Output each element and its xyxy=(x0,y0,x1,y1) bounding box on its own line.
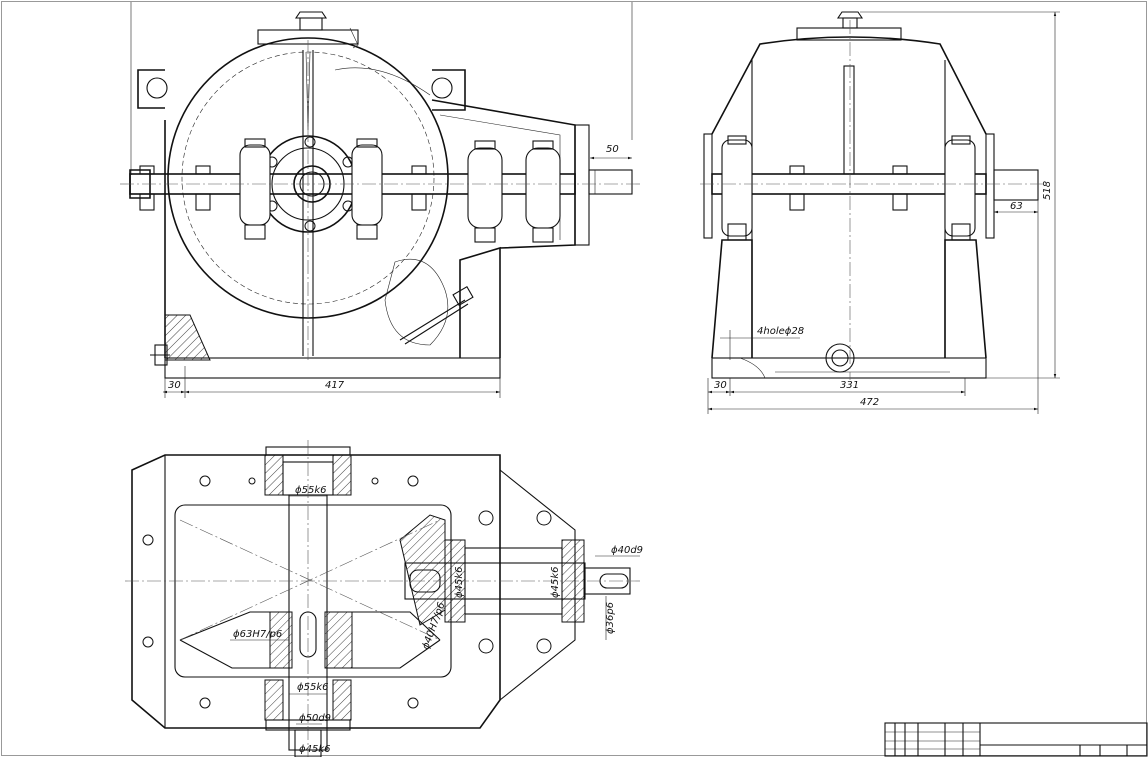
fit-in-shaft-end: ϕ36p6 xyxy=(605,602,616,634)
fit-gear-bore: ϕ63H7/p6 xyxy=(233,629,282,640)
front-view: 50 30 417 xyxy=(120,2,640,398)
title-block xyxy=(884,722,1148,757)
dim-base-length: 417 xyxy=(325,380,345,391)
fit-bottom-bearing: ϕ55k6 xyxy=(297,682,328,693)
fit-pinion-bearing-left: ϕ45k6 xyxy=(454,567,465,598)
dim-overall-width: 472 xyxy=(860,397,879,408)
plan-view: ϕ55k6 ϕ55k6 ϕ50d9 ϕ45k6 ϕ63H7/p6 ϕ40H7/p… xyxy=(125,440,643,757)
fit-in-shaft-collar: ϕ40d9 xyxy=(611,545,643,556)
fit-pinion-bearing-right: ϕ45k6 xyxy=(550,567,561,598)
front-bolt-bosses xyxy=(239,138,561,243)
note-hole: 4holeϕ28 xyxy=(757,326,804,337)
dim-height: 518 xyxy=(1042,181,1053,200)
side-view: 63 518 4holeϕ28 30 331 472 xyxy=(700,11,1060,414)
fit-out-shaft: ϕ50d9 xyxy=(299,713,331,724)
fit-top-bearing: ϕ55k6 xyxy=(295,485,326,496)
dim-bolt-span: 331 xyxy=(840,380,859,391)
dim-left-margin: 30 xyxy=(168,380,181,391)
dim-side-left-margin: 30 xyxy=(714,380,727,391)
fit-out-shaft-end: ϕ45k6 xyxy=(299,744,330,755)
dim-shaft-offset: 50 xyxy=(606,144,619,155)
dim-shaft-extension: 63 xyxy=(1010,201,1023,212)
